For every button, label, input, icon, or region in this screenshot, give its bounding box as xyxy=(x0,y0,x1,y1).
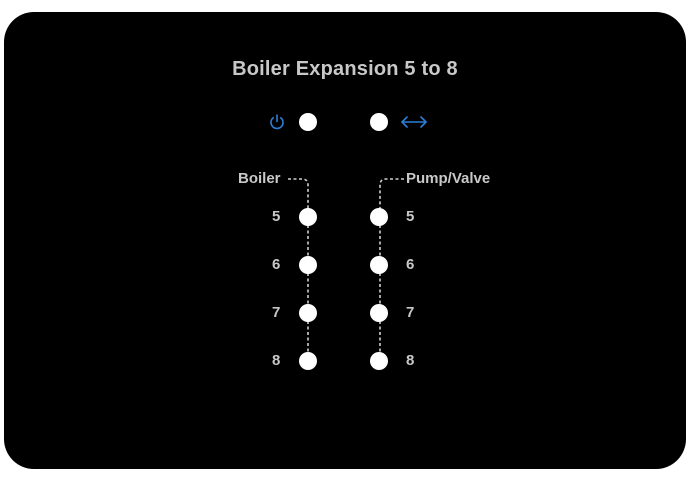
pump-valve-5-led xyxy=(370,208,388,226)
boiler-5-led xyxy=(299,208,317,226)
pump-valve-channel-label: 6 xyxy=(406,256,415,273)
boiler-channel-label: 5 xyxy=(272,208,281,225)
boiler-channel-label: 6 xyxy=(272,256,281,273)
pump-valve-group-label: Pump/Valve xyxy=(406,170,491,187)
power-icon xyxy=(270,114,284,130)
pump-valve-channel-label: 5 xyxy=(406,208,415,225)
connector-lines xyxy=(288,178,404,356)
boiler-6-led xyxy=(299,256,317,274)
boiler-group-label: Boiler xyxy=(238,170,281,187)
panel-title: Boiler Expansion 5 to 8 xyxy=(232,58,458,80)
pump-valve-6-led xyxy=(370,256,388,274)
boiler-8-led xyxy=(299,352,317,370)
pump-valve-channel-label: 7 xyxy=(406,304,415,321)
boiler-channel-label: 7 xyxy=(272,304,281,321)
link-status-led xyxy=(370,113,388,131)
boiler-channel-label: 8 xyxy=(272,352,281,369)
power-status-led xyxy=(299,113,317,131)
boiler-7-led xyxy=(299,304,317,322)
expansion-panel: Boiler Expansion 5 to 8 Boiler Pump/Va xyxy=(4,12,686,469)
pump-valve-channel-label: 8 xyxy=(406,352,415,369)
pump-valve-8-led xyxy=(370,352,388,370)
pump-valve-7-led xyxy=(370,304,388,322)
bidirectional-arrow-icon xyxy=(401,116,427,128)
